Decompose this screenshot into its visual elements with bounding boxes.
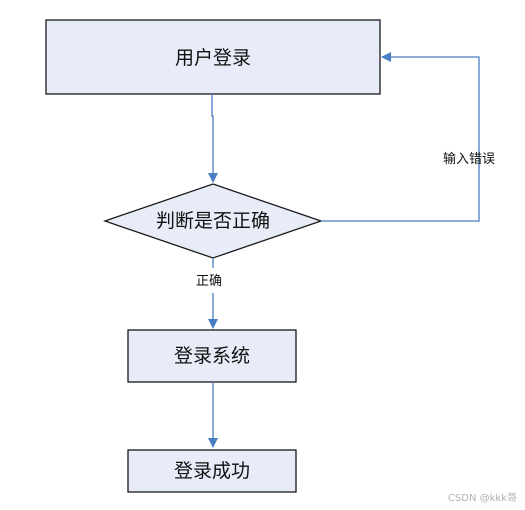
edge-label-input-error: 输入错误 xyxy=(443,151,495,167)
watermark-text: CSDN @kkk哥 xyxy=(448,492,517,504)
node-check-correct: 判断是否正确 xyxy=(102,183,324,259)
node-login-success-box xyxy=(127,449,297,493)
node-user-login-label: 用户登录 xyxy=(175,47,251,69)
node-login-success-label: 登录成功 xyxy=(174,460,250,482)
node-user-login-box xyxy=(45,19,381,95)
node-check-correct-label: 判断是否正确 xyxy=(156,210,270,232)
edge-label-correct: 正确 xyxy=(196,274,222,289)
node-user-login: 用户登录 xyxy=(45,19,381,95)
node-login-system-box xyxy=(127,329,297,383)
node-login-system: 登录系统 xyxy=(127,329,297,383)
edge-check-to-login-error xyxy=(321,52,480,222)
edge-login-to-check xyxy=(208,94,218,183)
node-login-system-label: 登录系统 xyxy=(174,345,250,367)
node-login-success: 登录成功 xyxy=(127,449,297,493)
